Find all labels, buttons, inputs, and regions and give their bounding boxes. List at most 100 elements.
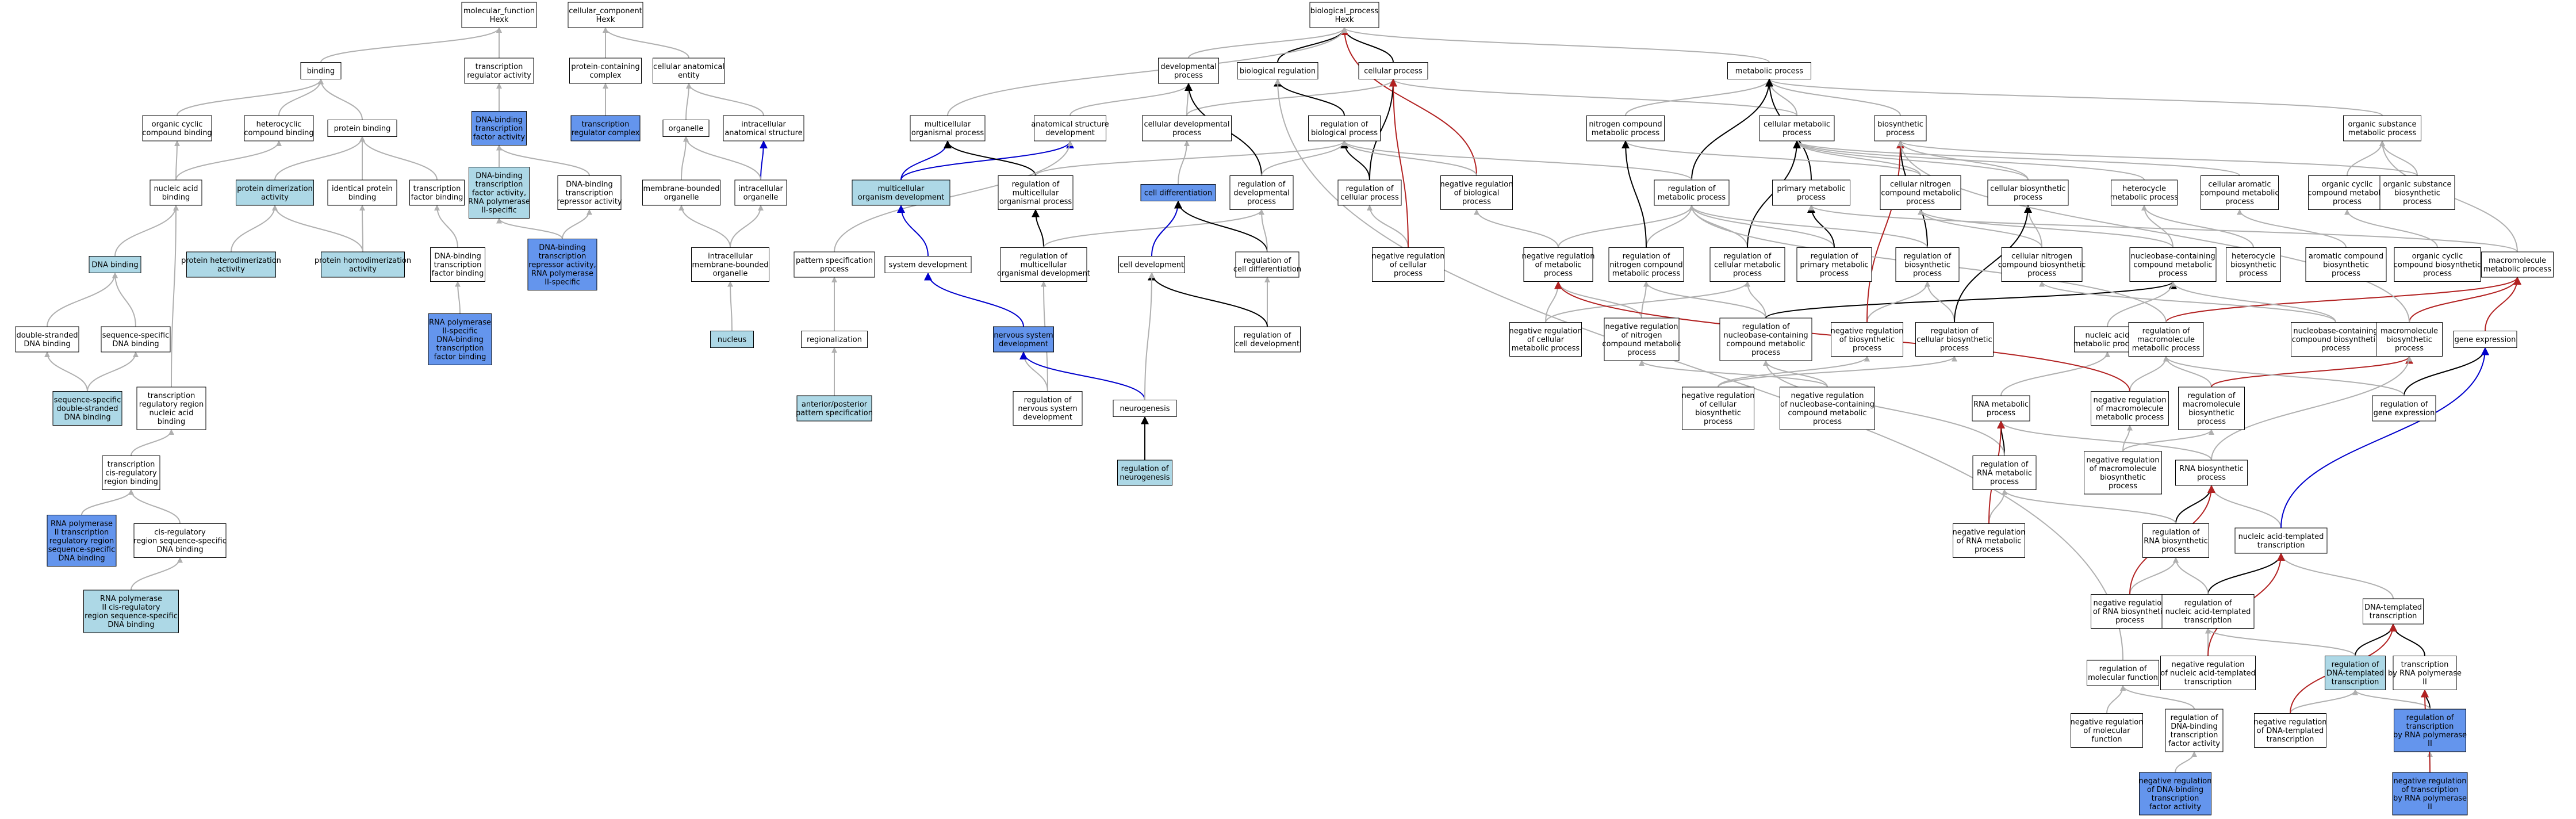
term-node-cdiff[interactable]: cell differentiation <box>1140 184 1216 201</box>
term-node-rp2sp[interactable]: RNA polymeraseII-specificDNA-bindingtran… <box>428 313 492 365</box>
term-node-metab[interactable]: metabolic process <box>1727 62 1811 79</box>
term-node-neurogenesis[interactable]: neurogenesis <box>1113 400 1177 417</box>
term-node-cproc[interactable]: cellular process <box>1358 62 1428 79</box>
term-node-binding[interactable]: binding <box>300 62 342 79</box>
term-node-celldev[interactable]: cell development <box>1118 256 1185 273</box>
term-node-sysdev[interactable]: system development <box>884 256 972 273</box>
term-node-dnab[interactable]: DNA binding <box>89 256 141 273</box>
term-node-regionalization[interactable]: regionalization <box>801 331 868 348</box>
term-node-rmbsp[interactable]: regulation ofmacromoleculebiosyntheticpr… <box>2178 386 2245 430</box>
term-node-nucleus[interactable]: nucleus <box>710 331 754 348</box>
term-node-rnbcmp[interactable]: regulation ofnucleobase-containingcompou… <box>1719 317 1812 361</box>
term-node-pb[interactable]: protein binding <box>327 120 397 137</box>
